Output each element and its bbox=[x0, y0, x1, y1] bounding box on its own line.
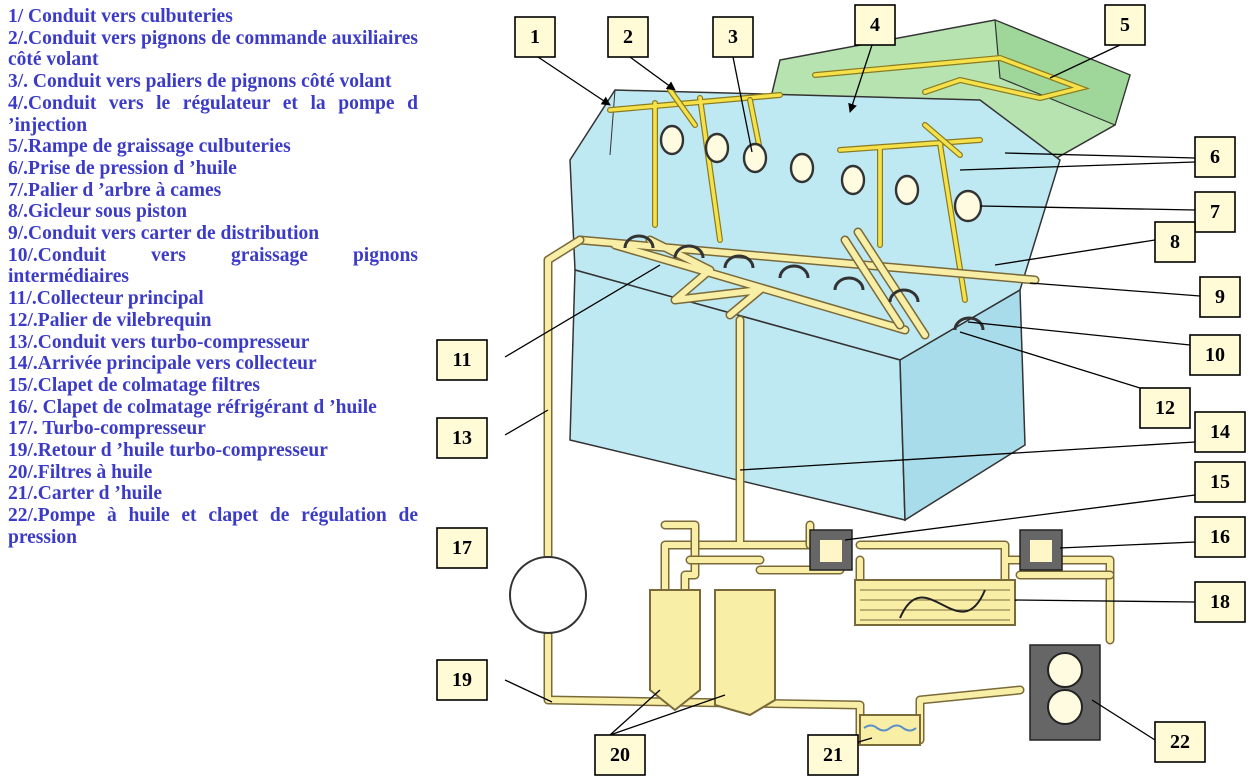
turbo-compressor bbox=[510, 557, 586, 633]
svg-text:14: 14 bbox=[1210, 421, 1230, 443]
legend-item: 17/. Turbo-compresseur bbox=[8, 418, 418, 440]
legend-item: 10/.Conduit vers graissage pignons inter… bbox=[8, 245, 418, 288]
marker-20: 20 bbox=[595, 735, 645, 775]
svg-text:13: 13 bbox=[452, 427, 472, 449]
valves bbox=[810, 530, 1062, 570]
legend-item: 9/.Conduit vers carter de distribution bbox=[8, 223, 418, 245]
oil-filters bbox=[650, 590, 775, 715]
marker-2: 2 bbox=[608, 17, 648, 57]
marker-13: 13 bbox=[437, 418, 487, 458]
marker-12: 12 bbox=[1140, 388, 1190, 428]
marker-10: 10 bbox=[1190, 335, 1240, 375]
svg-text:16: 16 bbox=[1210, 526, 1230, 548]
svg-text:20: 20 bbox=[610, 744, 630, 766]
legend-item: 4/.Conduit vers le régulateur et la pomp… bbox=[8, 93, 418, 136]
oil-sump bbox=[860, 715, 920, 745]
legend-item: 12/.Palier de vilebrequin bbox=[8, 310, 418, 332]
legend-item: 1/ Conduit vers culbuteries bbox=[8, 6, 418, 28]
legend-item: 15/.Clapet de colmatage filtres bbox=[8, 375, 418, 397]
legend-item: 19/.Retour d ’huile turbo-compresseur bbox=[8, 440, 418, 462]
legend-item: 11/.Collecteur principal bbox=[8, 288, 418, 310]
legend-item: 2/.Conduit vers pignons de commande auxi… bbox=[8, 28, 418, 71]
marker-1: 1 bbox=[515, 17, 555, 57]
legend-item: 13/.Conduit vers turbo-compresseur bbox=[8, 332, 418, 354]
oil-cooler bbox=[855, 580, 1015, 625]
marker-17: 17 bbox=[437, 528, 487, 568]
svg-text:4: 4 bbox=[870, 14, 880, 36]
legend-item: 3/. Conduit vers paliers de pignons côté… bbox=[8, 71, 418, 93]
svg-text:17: 17 bbox=[452, 537, 472, 559]
legend-item: 6/.Prise de pression d ’huile bbox=[8, 158, 418, 180]
svg-text:9: 9 bbox=[1215, 286, 1225, 308]
svg-text:1: 1 bbox=[530, 26, 540, 48]
marker-18: 18 bbox=[1195, 582, 1245, 622]
svg-text:6: 6 bbox=[1210, 146, 1220, 168]
legend-item: 21/.Carter d ’huile bbox=[8, 483, 418, 505]
lubrication-diagram: 1 2 3 4 5 6 7 8 9 10 11 12 13 14 15 16 1… bbox=[420, 0, 1260, 778]
marker-22: 22 bbox=[1155, 722, 1205, 762]
marker-6: 6 bbox=[1195, 137, 1235, 177]
marker-8: 8 bbox=[1155, 222, 1195, 262]
svg-text:2: 2 bbox=[623, 26, 633, 48]
marker-14: 14 bbox=[1195, 412, 1245, 452]
marker-7: 7 bbox=[1195, 192, 1235, 232]
svg-text:3: 3 bbox=[728, 26, 738, 48]
marker-21: 21 bbox=[808, 735, 858, 775]
svg-text:10: 10 bbox=[1205, 344, 1225, 366]
svg-text:22: 22 bbox=[1170, 731, 1190, 753]
svg-text:7: 7 bbox=[1210, 201, 1220, 223]
marker-4: 4 bbox=[855, 5, 895, 45]
marker-5: 5 bbox=[1105, 5, 1145, 45]
legend-list: 1/ Conduit vers culbuteries 2/.Conduit v… bbox=[8, 6, 418, 549]
svg-text:18: 18 bbox=[1210, 591, 1230, 613]
marker-11: 11 bbox=[437, 340, 487, 380]
legend-item: 8/.Gicleur sous piston bbox=[8, 201, 418, 223]
legend-item: 16/. Clapet de colmatage réfrigérant d ’… bbox=[8, 397, 418, 419]
svg-text:12: 12 bbox=[1155, 397, 1175, 419]
legend-item: 5/.Rampe de graissage culbuteries bbox=[8, 136, 418, 158]
legend-item: 7/.Palier d ’arbre à cames bbox=[8, 180, 418, 202]
svg-text:8: 8 bbox=[1170, 231, 1180, 253]
marker-19: 19 bbox=[437, 660, 487, 700]
svg-text:11: 11 bbox=[453, 349, 472, 371]
marker-3: 3 bbox=[713, 17, 753, 57]
svg-text:5: 5 bbox=[1120, 14, 1130, 36]
svg-text:19: 19 bbox=[452, 669, 472, 691]
legend-item: 22/.Pompe à huile et clapet de régulatio… bbox=[8, 505, 418, 548]
marker-16: 16 bbox=[1195, 517, 1245, 557]
legend-item: 14/.Arrivée principale vers collecteur bbox=[8, 353, 418, 375]
oil-pump bbox=[1030, 645, 1100, 740]
marker-9: 9 bbox=[1200, 277, 1240, 317]
svg-text:21: 21 bbox=[823, 744, 843, 766]
legend-item: 20/.Filtres à huile bbox=[8, 462, 418, 484]
marker-15: 15 bbox=[1195, 462, 1245, 502]
svg-text:15: 15 bbox=[1210, 471, 1230, 493]
